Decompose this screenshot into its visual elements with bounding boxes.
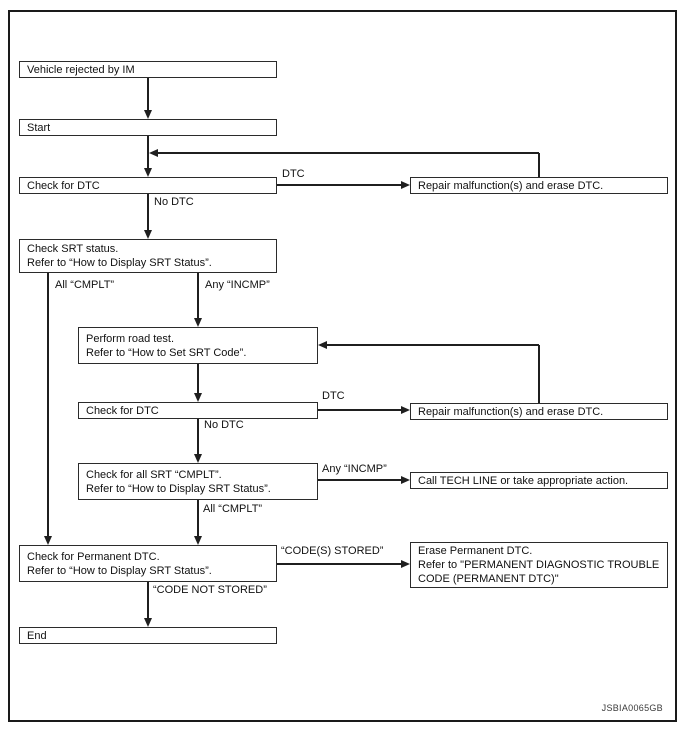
- arrowhead-left-icon: [149, 149, 158, 157]
- edge-label-all-cmplt: All “CMPLT”: [55, 279, 115, 291]
- node-text: Repair malfunction(s) and erase DTC.: [418, 405, 604, 418]
- arrowhead-down-icon: [194, 536, 202, 545]
- node-text: Refer to “How to Display SRT Status”.: [86, 482, 271, 495]
- arrowhead-down-icon: [194, 393, 202, 402]
- connector-line: [197, 500, 199, 537]
- arrowhead-right-icon: [401, 406, 410, 414]
- node-text: Call TECH LINE or take appropriate actio…: [418, 474, 629, 487]
- node-perform-road-test: Perform road test. Refer to “How to Set …: [78, 327, 318, 364]
- node-check-dtc-2: Check for DTC: [78, 402, 318, 419]
- node-text: Erase Permanent DTC.: [418, 545, 533, 557]
- arrowhead-down-icon: [194, 318, 202, 327]
- edge-label-codes-stored: “CODE(S) STORED”: [281, 545, 384, 557]
- connector-line: [147, 136, 149, 169]
- arrowhead-down-icon: [144, 618, 152, 627]
- node-text: CODE (PERMANENT DTC)": [418, 573, 559, 585]
- node-text: Check SRT status.: [27, 243, 119, 255]
- arrowhead-down-icon: [144, 168, 152, 177]
- arrowhead-down-icon: [44, 536, 52, 545]
- diagram-border: [8, 10, 677, 722]
- connector-line: [197, 364, 199, 394]
- node-text: Refer to “How to Set SRT Code”.: [86, 346, 247, 359]
- node-text: End: [27, 629, 47, 642]
- edge-label-no-dtc: No DTC: [154, 196, 194, 208]
- connector-line: [147, 194, 149, 231]
- node-start: Start: [19, 119, 277, 136]
- node-check-srt-status: Check SRT status. Refer to “How to Displ…: [19, 239, 277, 273]
- edge-label-no-dtc: No DTC: [204, 419, 244, 431]
- arrowhead-left-icon: [318, 341, 327, 349]
- connector-line: [147, 582, 149, 619]
- connector-line: [197, 419, 199, 455]
- feedback-line: [538, 153, 540, 177]
- node-text: Check for DTC: [86, 404, 159, 417]
- connector-line: [277, 563, 402, 565]
- arrowhead-right-icon: [401, 181, 410, 189]
- feedback-line: [538, 345, 540, 403]
- node-text: Perform road test.: [86, 332, 175, 345]
- node-repair-erase-dtc-1: Repair malfunction(s) and erase DTC.: [410, 177, 668, 194]
- node-erase-permanent-dtc: Erase Permanent DTC. Refer to "PERMANENT…: [410, 542, 668, 588]
- connector-line: [197, 273, 199, 319]
- arrowhead-right-icon: [401, 560, 410, 568]
- node-text: Check for all SRT “CMPLT”.: [86, 468, 222, 481]
- feedback-line: [157, 152, 539, 154]
- node-vehicle-rejected: Vehicle rejected by IM: [19, 61, 277, 78]
- feedback-line: [327, 344, 539, 346]
- node-repair-erase-dtc-2: Repair malfunction(s) and erase DTC.: [410, 403, 668, 420]
- edge-label-any-incmp: Any “INCMP”: [205, 279, 270, 291]
- node-text: Check for Permanent DTC.: [27, 550, 160, 563]
- arrowhead-down-icon: [144, 230, 152, 239]
- edge-label-any-incmp: Any “INCMP”: [322, 463, 387, 475]
- connector-line: [318, 409, 402, 411]
- node-text: Repair malfunction(s) and erase DTC.: [418, 179, 604, 192]
- node-text: Start: [27, 121, 51, 134]
- connector-line: [277, 184, 402, 186]
- edge-label-dtc: DTC: [322, 390, 345, 402]
- node-call-tech-line: Call TECH LINE or take appropriate actio…: [410, 472, 668, 489]
- edge-label-dtc: DTC: [282, 168, 305, 180]
- node-text: Refer to "PERMANENT DIAGNOSTIC TROUBLE: [418, 559, 660, 571]
- node-text: Vehicle rejected by IM: [27, 63, 135, 76]
- connector-line: [147, 78, 149, 111]
- node-text: Check for DTC: [27, 179, 100, 192]
- figure-code: JSBIA0065GB: [601, 703, 663, 713]
- connector-line: [318, 479, 402, 481]
- node-text: Refer to “How to Display SRT Status”.: [27, 257, 212, 269]
- node-end: End: [19, 627, 277, 644]
- edge-label-code-not-stored: “CODE NOT STORED”: [153, 584, 267, 596]
- connector-line: [47, 273, 49, 537]
- arrowhead-down-icon: [194, 454, 202, 463]
- arrowhead-down-icon: [144, 110, 152, 119]
- node-check-dtc-1: Check for DTC: [19, 177, 277, 194]
- arrowhead-right-icon: [401, 476, 410, 484]
- node-check-permanent-dtc: Check for Permanent DTC. Refer to “How t…: [19, 545, 277, 582]
- edge-label-all-cmplt: All “CMPLT”: [203, 503, 263, 515]
- node-check-all-srt-cmplt: Check for all SRT “CMPLT”. Refer to “How…: [78, 463, 318, 500]
- node-text: Refer to “How to Display SRT Status”.: [27, 564, 212, 577]
